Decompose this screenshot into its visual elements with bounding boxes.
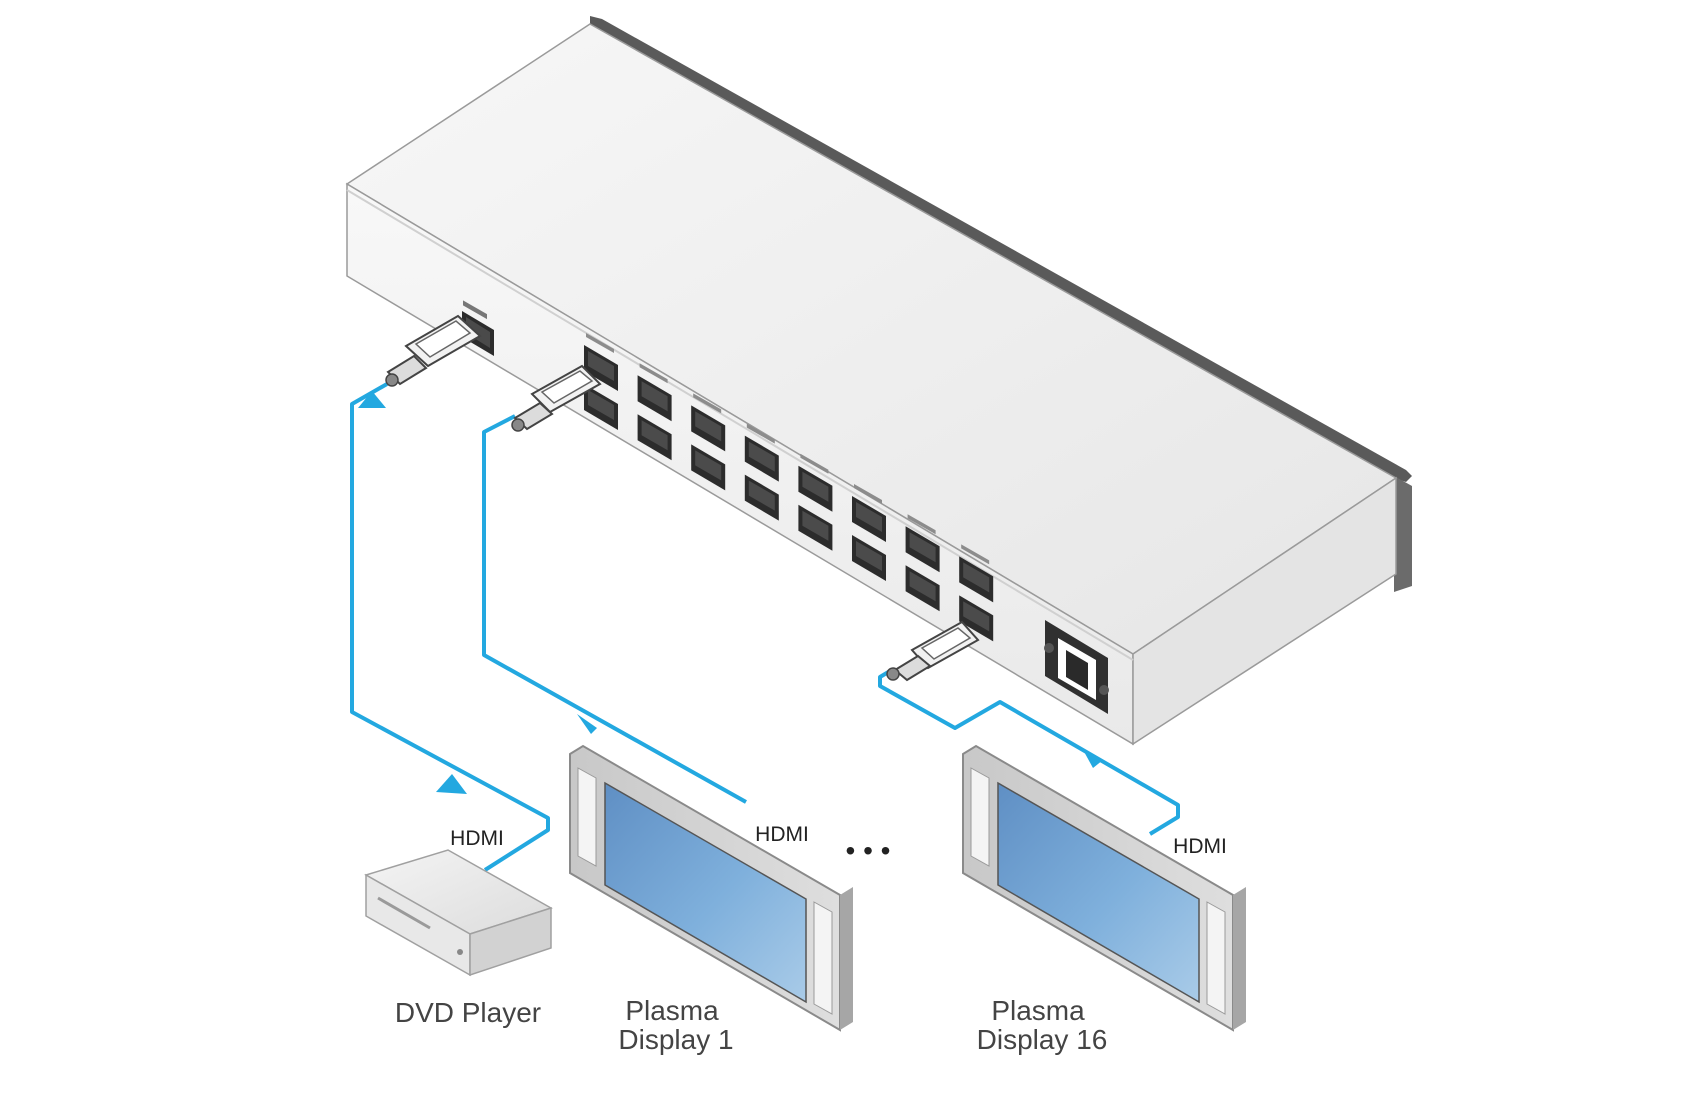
hdmi-plug-input bbox=[385, 314, 482, 387]
plasma-display-16 bbox=[962, 744, 1246, 1032]
dvd-side bbox=[469, 906, 552, 977]
hdmi-output-port[interactable] bbox=[959, 544, 994, 603]
hdmi-output-port[interactable] bbox=[852, 535, 886, 581]
display-16-caption-line1: Plasma bbox=[991, 995, 1085, 1026]
chassis-back-rim bbox=[590, 16, 1412, 482]
arrow-up-from-dvd bbox=[436, 774, 467, 794]
hdmi-output-port[interactable] bbox=[637, 363, 672, 422]
display1-side bbox=[840, 887, 853, 1030]
hdmi-output-port[interactable] bbox=[691, 444, 726, 491]
hdmi-output-port[interactable] bbox=[691, 393, 726, 452]
front-edge-highlight bbox=[346, 189, 1134, 661]
power-inlet bbox=[1044, 620, 1109, 714]
display1-screen bbox=[604, 781, 807, 1004]
hdmi-output-port[interactable] bbox=[905, 514, 940, 573]
arrow-up-to-input bbox=[358, 391, 386, 408]
hdmi-label-source: HDMI bbox=[450, 827, 504, 850]
display16-left-speaker bbox=[970, 767, 990, 867]
hdmi-plug-output-16 bbox=[886, 620, 980, 682]
cable-dvd-to-input bbox=[350, 382, 550, 872]
hdmi-label-display-1: HDMI bbox=[755, 823, 809, 846]
arrow-down-to-display16 bbox=[1082, 748, 1103, 768]
display1-right-speaker bbox=[813, 901, 833, 1015]
arrow-down-to-display1 bbox=[577, 714, 597, 734]
dvd-player-caption: DVD Player bbox=[395, 997, 541, 1028]
chassis-end-cap bbox=[1132, 476, 1397, 746]
display-1-caption-line2: Display 1 bbox=[618, 1024, 733, 1055]
splitter-ports bbox=[462, 300, 1109, 714]
hdmi-output-port[interactable] bbox=[959, 595, 994, 642]
plasma-display-1 bbox=[569, 744, 853, 1032]
hdmi-output-port[interactable] bbox=[584, 333, 618, 391]
cable-output16-to-display16 bbox=[878, 669, 1180, 836]
cables bbox=[350, 382, 1180, 872]
display16-side bbox=[1233, 887, 1246, 1030]
ellipsis-more-displays: • • • bbox=[846, 835, 891, 866]
chassis-right-face bbox=[1394, 476, 1412, 592]
hdmi-label-display-16: HDMI bbox=[1173, 835, 1227, 858]
display1-left-speaker bbox=[577, 767, 597, 867]
hdmi-splitter-unit bbox=[345, 16, 1412, 746]
hdmi-output-port[interactable] bbox=[584, 384, 618, 430]
hdmi-output-port[interactable] bbox=[744, 474, 779, 521]
output-port-grid bbox=[584, 333, 994, 642]
cable-output1-to-display1 bbox=[482, 414, 747, 804]
hdmi-plug-output-1 bbox=[511, 364, 602, 432]
hdmi-output-port[interactable] bbox=[905, 565, 940, 612]
hdmi-output-port[interactable] bbox=[798, 453, 833, 512]
display-16-caption-line2: Display 16 bbox=[977, 1024, 1108, 1055]
hdmi-output-port[interactable] bbox=[744, 423, 779, 482]
flow-arrows bbox=[358, 391, 1103, 794]
hdmi-output-port[interactable] bbox=[637, 414, 672, 461]
display16-screen bbox=[997, 781, 1200, 1004]
display-1-caption-line1: Plasma bbox=[625, 995, 719, 1026]
hdmi-output-port[interactable] bbox=[852, 484, 886, 542]
display16-right-speaker bbox=[1206, 901, 1226, 1015]
hdmi-output-port[interactable] bbox=[798, 504, 833, 551]
dvd-player bbox=[364, 849, 553, 977]
